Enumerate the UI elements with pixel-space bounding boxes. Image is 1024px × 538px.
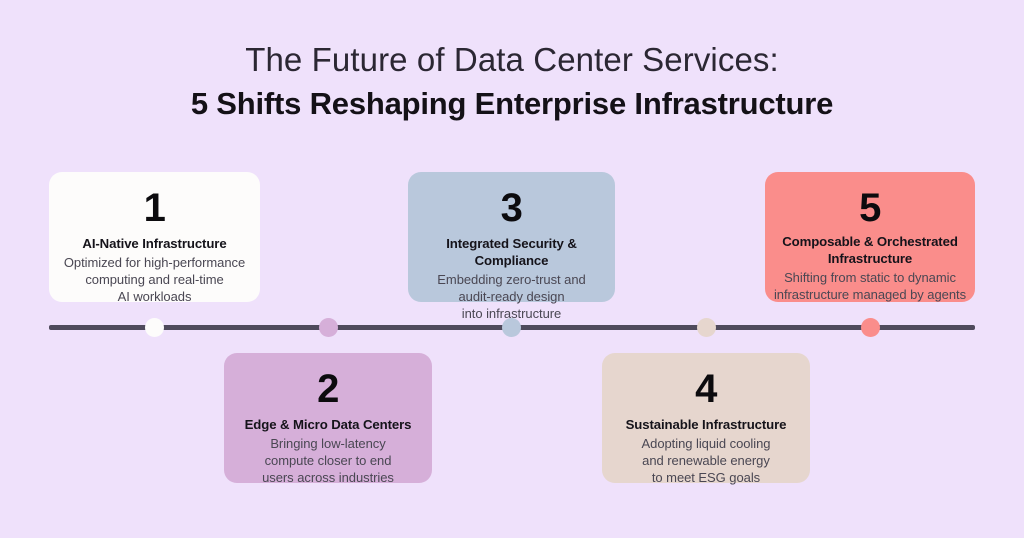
card-number: 3 xyxy=(500,186,523,230)
card-heading: Composable & Orchestrated Infrastructure xyxy=(782,234,958,266)
card-heading: AI-Native Infrastructure xyxy=(82,236,227,251)
timeline-dot-2 xyxy=(319,318,338,337)
card-number: 2 xyxy=(317,367,339,411)
shift-card-2[interactable]: 2 Edge & Micro Data Centers Bringing low… xyxy=(224,353,432,485)
timeline-dot-4 xyxy=(697,318,716,337)
shift-card-1[interactable]: 1 AI-Native Infrastructure Optimized for… xyxy=(49,172,260,304)
card-heading: Integrated Security & Compliance xyxy=(446,236,577,268)
card-number: 1 xyxy=(143,186,166,230)
card-heading: Edge & Micro Data Centers xyxy=(244,417,412,432)
shift-card-3[interactable]: 3 Integrated Security & Compliance Embed… xyxy=(408,172,615,321)
card-heading: Sustainable Infrastructure xyxy=(625,417,787,432)
title-line-secondary: 5 Shifts Reshaping Enterprise Infrastruc… xyxy=(190,85,834,121)
timeline-dot-5 xyxy=(861,318,880,337)
card-number: 4 xyxy=(695,367,717,411)
page-title: The Future of Data Center Services: 5 Sh… xyxy=(0,40,1024,124)
timeline-dot-3 xyxy=(502,318,521,337)
timeline-dot-1 xyxy=(145,318,164,337)
shift-card-4[interactable]: 4 Sustainable Infrastructure Adopting li… xyxy=(602,353,810,485)
shift-card-5[interactable]: 5 Composable & Orchestrated Infrastructu… xyxy=(765,172,975,302)
title-line-primary: The Future of Data Center Services: xyxy=(245,41,779,78)
card-number: 5 xyxy=(859,186,881,230)
